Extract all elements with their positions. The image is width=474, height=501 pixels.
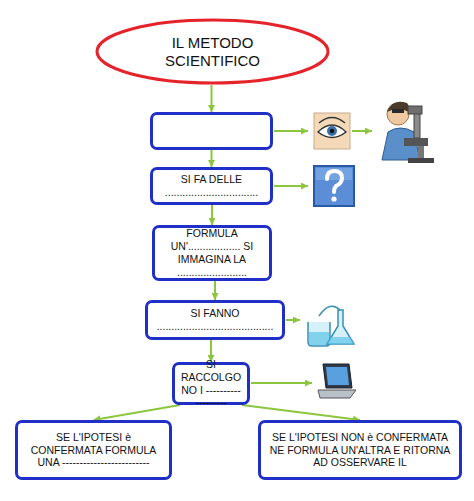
eye-icon: [314, 113, 350, 149]
process-box: SI RACCOLGONO I -------------------: [172, 362, 250, 405]
flow-arrow: [211, 150, 213, 167]
process-box: FORMULA UN'.................. SI IMMAGIN…: [152, 225, 272, 281]
title-ellipse: IL METODO SCIENTIFICO: [95, 18, 330, 85]
node-text: SI FA DELLE ............................…: [158, 173, 265, 199]
process-box: SE L'IPOTESI NON è CONFERMATA NE FORMULA…: [258, 420, 462, 480]
connector-layer: [94, 85, 361, 420]
flasks-icon: [308, 306, 354, 346]
process-box: SI FANNO ...............................…: [145, 300, 285, 340]
scientist-icon: [382, 102, 434, 163]
node-text: SI FANNO ...............................…: [153, 307, 277, 333]
flow-arrow: [211, 85, 213, 112]
process-box: [150, 112, 273, 150]
question-icon: [314, 166, 354, 206]
flow-arrow: [94, 405, 181, 420]
process-box: SI FA DELLE ............................…: [150, 167, 273, 205]
node-text: SE L'IPOTESI NON è CONFERMATA NE FORMULA…: [266, 431, 454, 469]
flow-arrow: [211, 205, 213, 225]
flow-arrow: [214, 281, 216, 300]
process-box: SE L'IPOTESI è CONFERMATA FORMULA UNA --…: [15, 420, 172, 480]
laptop-icon: [318, 364, 356, 398]
node-text: SI RACCOLGONO I -------------------: [180, 358, 242, 409]
flow-arrow: [242, 405, 360, 420]
node-text: SE L'IPOTESI è CONFERMATA FORMULA UNA --…: [23, 431, 164, 469]
node-text: IL METODO SCIENTIFICO: [125, 34, 300, 70]
node-text: FORMULA UN'.................. SI IMMAGIN…: [160, 227, 264, 278]
